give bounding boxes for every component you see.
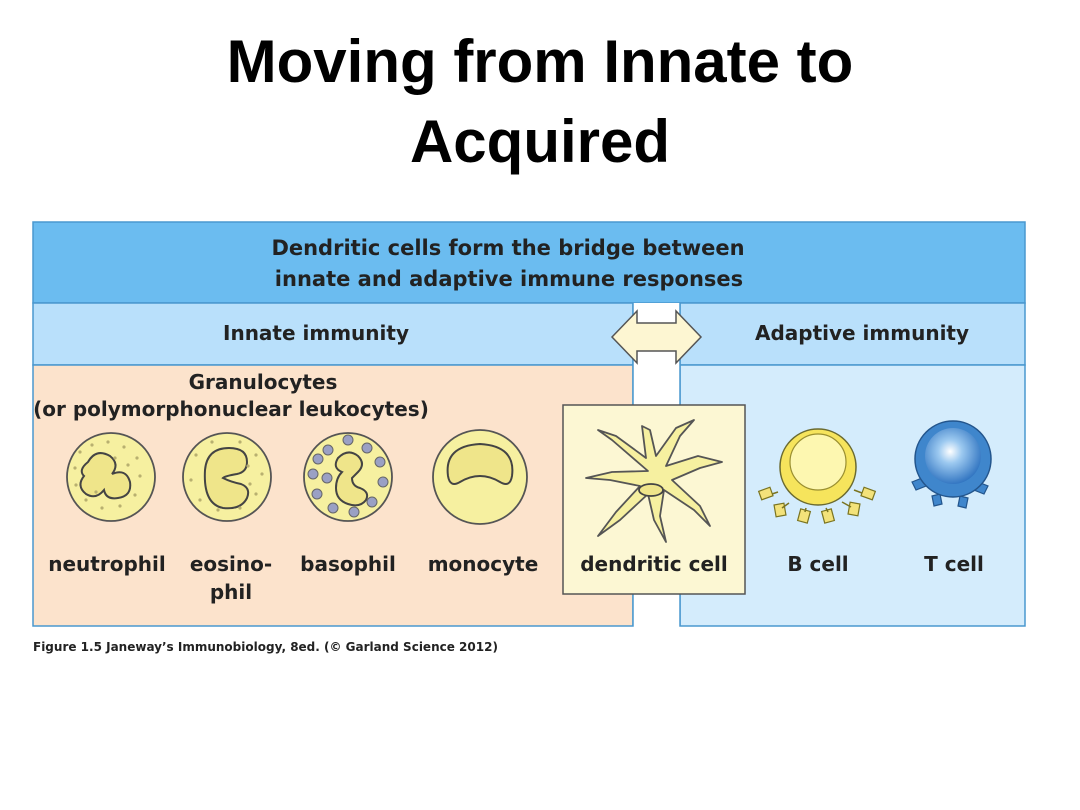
b-cell-icon [757, 428, 877, 524]
slide-title: Moving from Innate to Acquired [0, 22, 1080, 182]
eosinophil-label-line-1: eosino- [189, 552, 273, 576]
b-cell-label: B cell [787, 552, 849, 576]
basophil-icon [303, 432, 393, 522]
adaptive-immunity-label: Adaptive immunity [754, 321, 970, 345]
double-arrow-icon [610, 309, 703, 365]
dendritic-cell-icon [585, 419, 723, 543]
adaptive-band [679, 302, 1026, 366]
eosinophil-icon [182, 432, 272, 522]
granulocytes-sublabel: (or polymorphonuclear leukocytes) [33, 397, 429, 421]
neutrophil-icon [66, 432, 156, 522]
eosinophil-label-line-2: phil [209, 580, 253, 604]
monocyte-label: monocyte [427, 552, 539, 576]
basophil-label: basophil [300, 552, 396, 576]
slide-title-line-2: Acquired [409, 108, 671, 175]
figure-caption: Figure 1.5 Janeway’s Immunobiology, 8ed.… [33, 640, 498, 654]
t-cell-icon [911, 420, 992, 509]
innate-immunity-label: Innate immunity [223, 321, 409, 345]
granulocytes-label: Granulocytes [188, 370, 338, 394]
eosinophil-label: eosino- phil [178, 550, 284, 606]
monocyte-icon [432, 429, 528, 525]
banner-line-2: innate and adaptive immune responses [274, 267, 744, 291]
slide-title-line-1: Moving from Innate to [226, 28, 854, 95]
t-cell-label: T cell [924, 552, 984, 576]
neutrophil-label: neutrophil [48, 552, 166, 576]
dendritic-cell-label: dendritic cell [580, 552, 728, 576]
banner-line-1: Dendritic cells form the bridge between [271, 236, 745, 260]
